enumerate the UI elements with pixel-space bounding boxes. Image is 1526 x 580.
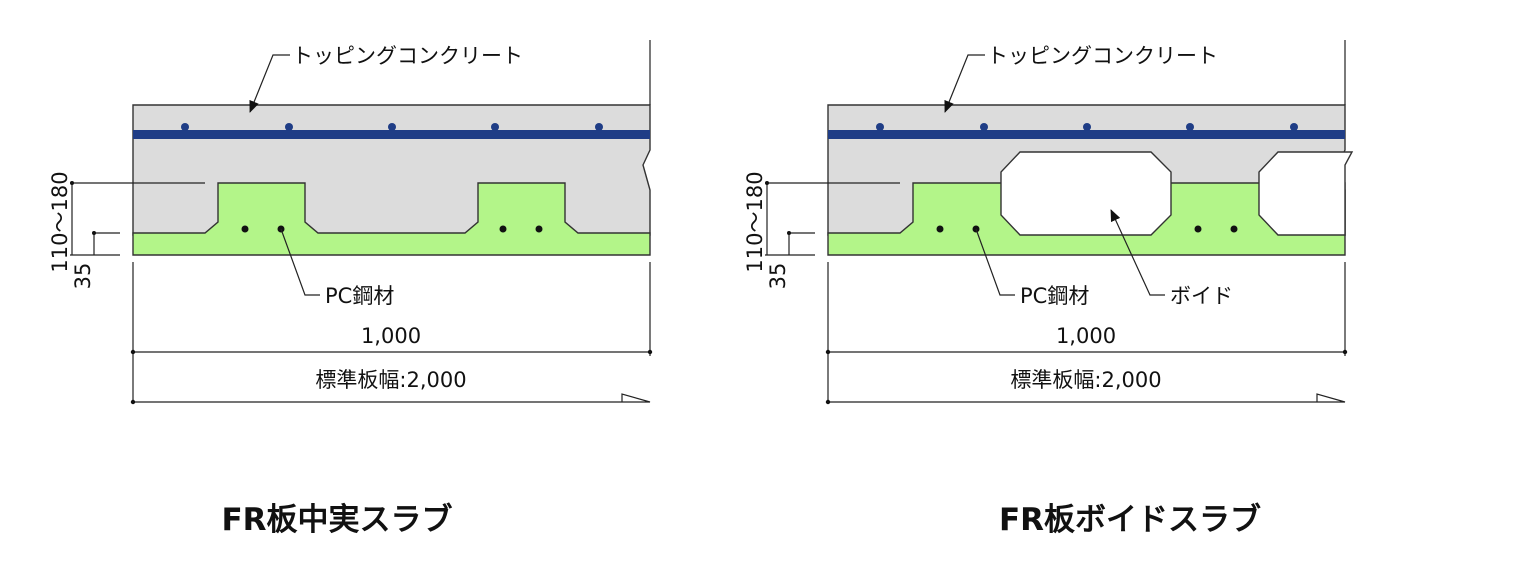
rebar-dot xyxy=(285,123,293,131)
pc-strand-dot xyxy=(535,225,543,233)
dim-standard-right: 標準板幅:2,000 xyxy=(1010,368,1161,392)
rebar-band-right xyxy=(828,130,1345,139)
dim-dot xyxy=(765,181,769,185)
pc-label-left: PC鋼材 xyxy=(325,284,394,308)
dim-dot xyxy=(825,349,831,355)
rebar-dot xyxy=(1186,123,1194,131)
pc-strand-dot xyxy=(241,225,249,233)
dim-dot xyxy=(130,349,136,355)
topping-label-left: トッピングコンクリート xyxy=(292,44,523,68)
pc-strand-dot xyxy=(499,225,507,233)
dim-thickness-left: 110～180 xyxy=(48,171,72,272)
topping-label-right: トッピングコンクリート xyxy=(987,44,1218,68)
rebar-dot xyxy=(1290,123,1298,131)
dim-dot xyxy=(787,231,791,235)
rebar-dots-left xyxy=(181,123,603,131)
solid-slab-diagram: トッピングコンクリート PC鋼材 110～180 35 1,000 標準板幅:2… xyxy=(48,40,653,538)
pc-strand-dots-left xyxy=(241,225,543,233)
rebar-dots-right xyxy=(876,123,1298,131)
dim-width-left: 1,000 xyxy=(361,324,421,348)
topping-leader-right xyxy=(944,54,985,113)
rebar-dot xyxy=(388,123,396,131)
pc-strand-dots-right xyxy=(936,225,1238,233)
void-slab-diagram: トッピングコンクリート PC鋼材 ボイド 110～180 35 1,000 標準… xyxy=(743,40,1354,538)
pc-strand-dot xyxy=(1230,225,1238,233)
pc-strand-dot xyxy=(1194,225,1202,233)
rebar-dot xyxy=(980,123,988,131)
caption-right: FR板ボイドスラブ xyxy=(999,502,1261,538)
pc-strand-dot xyxy=(936,225,944,233)
dim-line-standard-left xyxy=(133,393,651,403)
dim-bottom-left: 35 xyxy=(71,263,95,290)
void-label: ボイド xyxy=(1170,284,1233,308)
rebar-dot xyxy=(595,123,603,131)
dim-standard-left: 標準板幅:2,000 xyxy=(315,368,466,392)
pc-label-right: PC鋼材 xyxy=(1020,284,1089,308)
dim-dot xyxy=(1342,349,1348,355)
dim-thickness-right: 110～180 xyxy=(743,171,767,272)
rebar-dot xyxy=(181,123,189,131)
dim-dot xyxy=(70,181,74,185)
dim-dot xyxy=(825,399,831,405)
topping-leader-left xyxy=(249,54,290,113)
pc-leader-right xyxy=(975,228,1015,296)
void-1 xyxy=(1000,151,1172,236)
rebar-dot xyxy=(876,123,884,131)
rebar-dot xyxy=(491,123,499,131)
caption-left: FR板中実スラブ xyxy=(221,502,452,538)
pc-leader-left xyxy=(280,228,320,296)
dim-line-standard-right xyxy=(828,393,1346,403)
dim-width-right: 1,000 xyxy=(1056,324,1116,348)
dim-bottom-right: 35 xyxy=(766,263,790,290)
void-2 xyxy=(1258,151,1354,236)
void-leader xyxy=(1110,209,1165,296)
dim-dot xyxy=(130,399,136,405)
dim-dot xyxy=(92,231,96,235)
rebar-dot xyxy=(1083,123,1091,131)
dim-dot xyxy=(647,349,653,355)
rebar-band-left xyxy=(133,130,650,139)
pc-slab-left xyxy=(132,182,651,256)
